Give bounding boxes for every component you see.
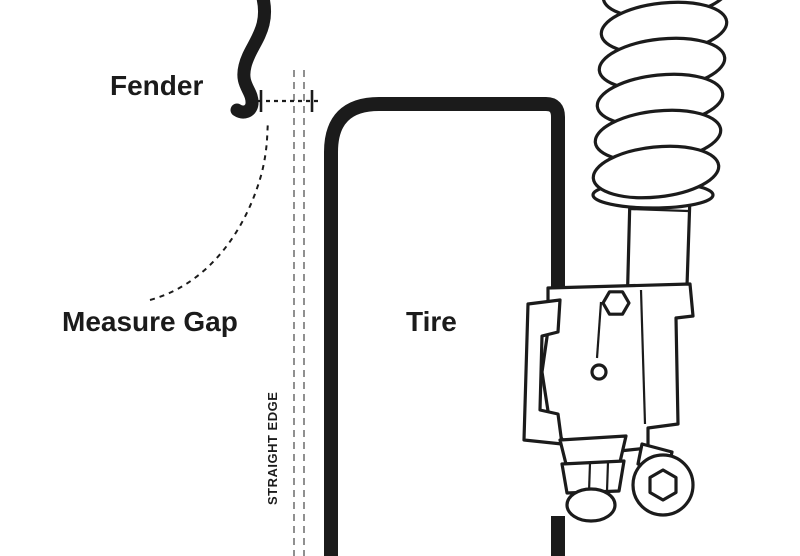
fender-profile-line [230,0,272,119]
measure-gap-leader-curve [149,121,269,301]
strut-gland-nut-line [628,207,689,213]
straight-edge-label: STRAIGHT EDGE [265,392,280,505]
coil-spring-turn-1 [591,144,721,200]
nut-facet-line-2 [605,461,610,492]
bracket-pivot-hole [590,363,608,381]
suspension-strut-assembly [522,0,731,523]
tie-rod-eye-nut-hex [648,468,678,502]
pinch-bolt-hex [601,290,631,316]
knuckle-clamp-ear [522,298,564,446]
knuckle-edge-line [639,289,647,425]
tire-outline [324,97,565,556]
measure-gap-label: Measure Gap [62,306,238,337]
balljoint-ball [565,487,617,523]
fender-label: Fender [110,70,203,101]
knuckle-rib-line [595,301,603,359]
tire-label: Tire [406,306,457,337]
nut-facet-line-1 [587,462,592,493]
